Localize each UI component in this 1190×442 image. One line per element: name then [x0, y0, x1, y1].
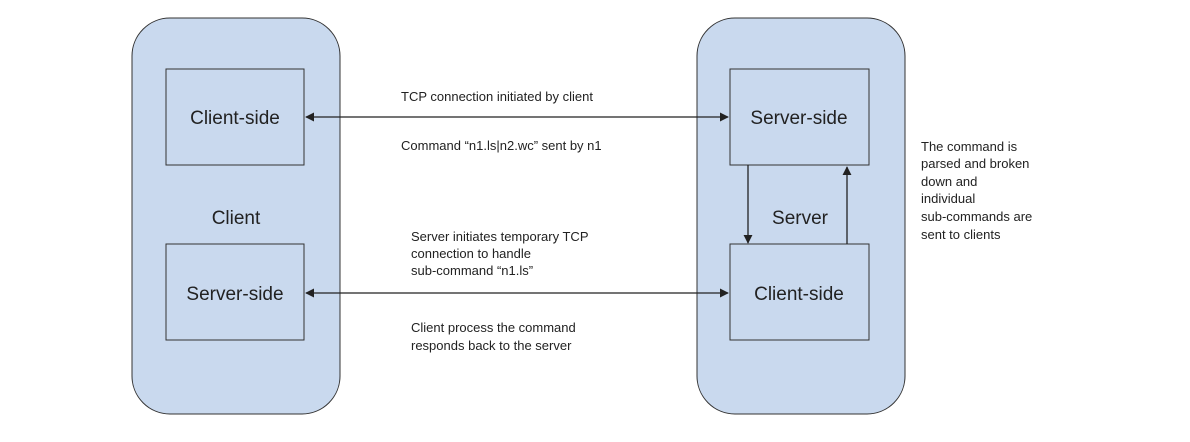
client-side-box-label: Client-side — [190, 108, 280, 129]
side-note-line-6: sent to clients — [921, 227, 1001, 242]
client-container-label: Client — [212, 208, 261, 229]
server-side-box-label: Server-side — [750, 108, 847, 129]
client-side-box — [165, 68, 305, 166]
server-container-label: Server — [772, 208, 829, 229]
side-note-line-5: sub-commands are — [921, 209, 1032, 224]
top-connection: TCP connection initiated by client Comma… — [305, 89, 729, 153]
side-note-line-3: down and — [921, 174, 977, 189]
server-client-side-box-label: Client-side — [754, 284, 844, 305]
side-note-line-2: parsed and broken — [921, 156, 1029, 171]
bottom-connection-response-line-2: responds back to the server — [411, 338, 572, 353]
bottom-connection-note-line-2: connection to handle — [411, 246, 531, 261]
server-container: Server Server-side Client-side — [696, 17, 906, 415]
bottom-connection: Server initiates temporary TCP connectio… — [305, 229, 729, 353]
server-side-box — [729, 68, 870, 166]
top-connection-label-1: TCP connection initiated by client — [401, 89, 593, 104]
bottom-connection-note-line-1: Server initiates temporary TCP — [411, 229, 589, 244]
top-connection-label-2: Command “n1.ls|n2.wc” sent by n1 — [401, 138, 602, 153]
bottom-connection-note-line-3: sub-command “n1.ls” — [411, 263, 533, 278]
side-note-line-1: The command is — [921, 139, 1018, 154]
client-server-side-box — [165, 243, 305, 341]
server-client-side-box — [729, 243, 870, 341]
side-note-line-4: individual — [921, 191, 975, 206]
side-note: The command is parsed and broken down an… — [921, 139, 1032, 242]
client-container: Client Client-side Server-side — [131, 17, 341, 415]
bottom-connection-response-line-1: Client process the command — [411, 320, 576, 335]
client-server-side-box-label: Server-side — [186, 284, 283, 305]
